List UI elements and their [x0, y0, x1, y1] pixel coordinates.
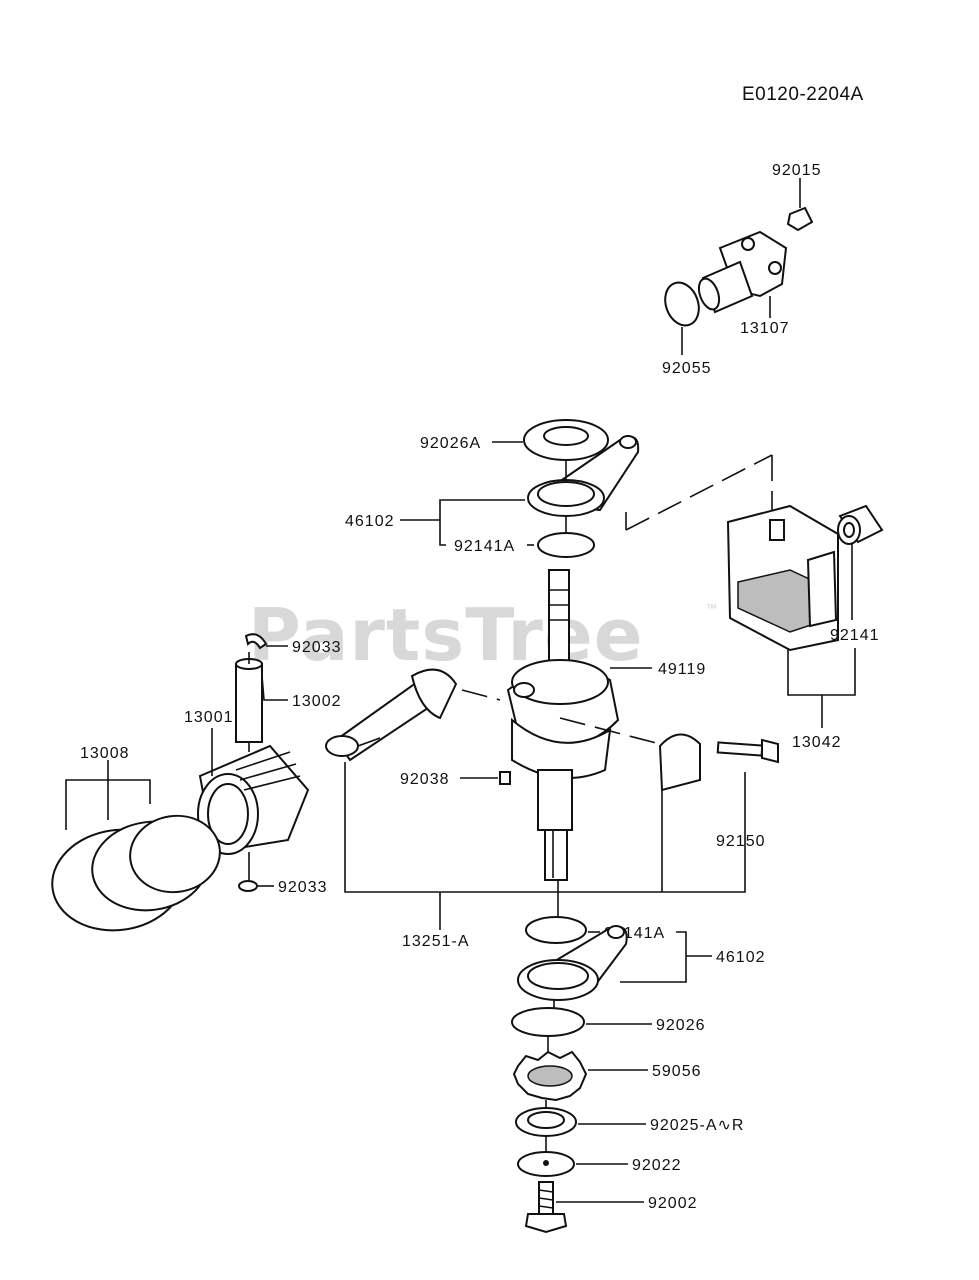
governor-shaft-13107[interactable] — [695, 230, 788, 314]
bearing-cap-46102-top[interactable] — [527, 435, 640, 517]
label-92026A: 92026A — [420, 435, 481, 452]
label-92025: 92025-A∿R — [650, 1117, 744, 1134]
label-13042: 13042 — [792, 734, 842, 751]
label-92150: 92150 — [716, 833, 766, 850]
clip-92033-top[interactable] — [244, 633, 268, 650]
label-13002: 13002 — [292, 693, 342, 710]
bearing-92141A-top[interactable] — [537, 532, 595, 558]
label-92026: 92026 — [656, 1017, 706, 1034]
label-13251-A: 13251-A — [402, 933, 470, 950]
label-92141: 92141 — [830, 627, 880, 644]
balancer-weight-13042[interactable] — [726, 504, 839, 652]
label-92033-bottom: 92033 — [278, 879, 328, 896]
label-92141A-top: 92141A — [454, 538, 515, 555]
label-92015: 92015 — [772, 162, 822, 179]
bearing-cap-46102-bottom[interactable] — [517, 925, 628, 1001]
key-92038[interactable] — [499, 771, 511, 785]
rod-bolt-92150[interactable] — [716, 738, 779, 764]
label-92002: 92002 — [648, 1195, 698, 1212]
watermark-trademark: ™ — [706, 603, 717, 615]
label-46102-top: 46102 — [345, 513, 395, 530]
label-46102-bottom: 46102 — [716, 949, 766, 966]
crankshaft-49119[interactable] — [506, 569, 620, 881]
piston-rings-13008[interactable] — [46, 810, 225, 939]
label-92038: 92038 — [400, 771, 450, 788]
piston-pin-13002[interactable] — [235, 658, 263, 743]
washer-92026[interactable] — [511, 1007, 585, 1037]
label-92022: 92022 — [632, 1157, 682, 1174]
diagram-code: E0120-2204A — [742, 84, 864, 105]
connecting-rod-13251-A[interactable] — [325, 668, 458, 762]
nut-92015[interactable] — [786, 206, 814, 232]
label-92033-top: 92033 — [292, 639, 342, 656]
bearing-92141A-bottom[interactable] — [525, 916, 587, 944]
bushing-92141[interactable] — [837, 504, 884, 545]
piston-13001[interactable] — [197, 744, 310, 855]
label-13001: 13001 — [184, 709, 234, 726]
rod-cap[interactable] — [658, 733, 701, 792]
gear-59056[interactable] — [512, 1050, 588, 1102]
label-49119: 49119 — [658, 661, 706, 678]
clip-92033-bottom[interactable] — [238, 880, 258, 892]
label-59056: 59056 — [652, 1063, 702, 1080]
label-13008: 13008 — [80, 745, 130, 762]
label-13107: 13107 — [740, 320, 790, 337]
label-92055: 92055 — [662, 360, 712, 377]
o-ring-92055[interactable] — [659, 278, 704, 330]
bolt-92002[interactable] — [524, 1181, 568, 1234]
